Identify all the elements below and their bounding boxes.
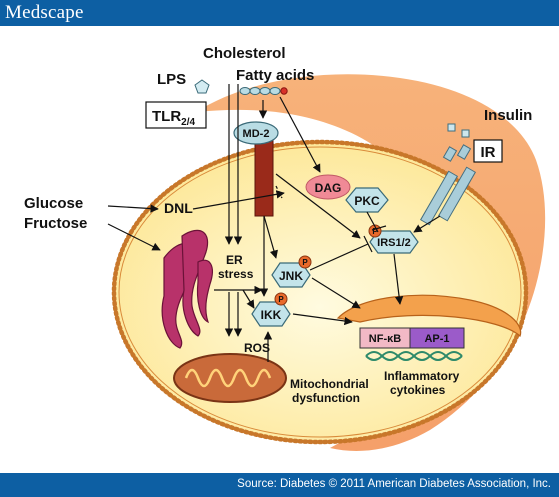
er-golgi-icon bbox=[161, 229, 213, 349]
lps-label: LPS bbox=[157, 71, 186, 88]
source-citation: Source: Diabetes © 2011 American Diabete… bbox=[237, 478, 551, 490]
dag-label: DAG bbox=[315, 181, 342, 195]
ikk-node bbox=[251, 301, 291, 327]
mitochondrion-icon bbox=[173, 353, 287, 403]
er-stress-label-1: ER bbox=[226, 253, 243, 267]
jnk-phospho-badge bbox=[298, 255, 312, 269]
irs-label: IRS1/2 bbox=[377, 237, 411, 249]
mitochondrial-label-1: Mitochondrial bbox=[290, 377, 369, 391]
medscape-logo: Medscape bbox=[5, 2, 84, 23]
ros-label: ROS bbox=[244, 341, 270, 355]
pkc-label: PKC bbox=[354, 194, 380, 208]
nfkb-label: NF-κB bbox=[369, 333, 401, 345]
cholesterol-label: Cholesterol bbox=[203, 45, 286, 62]
md2-receptor-icon bbox=[233, 121, 279, 145]
insulin-molecules-icon bbox=[447, 123, 470, 138]
bottom-banner: Source: Diabetes © 2011 American Diabete… bbox=[0, 473, 559, 497]
tlr-label-sub: 2/4 bbox=[181, 117, 195, 128]
pkc-node bbox=[345, 187, 389, 213]
insulin-label: Insulin bbox=[484, 107, 532, 124]
ikk-phospho-badge bbox=[274, 292, 288, 306]
fatty-acid-chain-icon bbox=[239, 87, 288, 95]
glucose-label: Glucose bbox=[24, 195, 83, 212]
insulin-receptor-icon bbox=[419, 144, 477, 226]
jnk-node bbox=[271, 262, 311, 288]
lps-icon bbox=[194, 79, 210, 94]
ir-label-box bbox=[473, 139, 503, 163]
ap1-label: AP-1 bbox=[424, 333, 449, 345]
tlr-label-main: TLR bbox=[152, 108, 181, 125]
jnk-label: JNK bbox=[279, 269, 303, 283]
tlr-label-box bbox=[145, 101, 207, 129]
er-stress-label-2: stress bbox=[218, 267, 254, 281]
ikk-label: IKK bbox=[261, 308, 282, 322]
dag-node bbox=[305, 174, 351, 200]
cytokines-label-2: cytokines bbox=[390, 383, 446, 397]
tlr-receptor-icon bbox=[254, 133, 274, 217]
cytokines-label-1: Inflammatory bbox=[384, 369, 460, 383]
fatty-acids-label: Fatty acids bbox=[236, 67, 314, 84]
ikk-phospho-label: P bbox=[278, 295, 284, 304]
pathway-arrows bbox=[107, 84, 441, 362]
nucleus-arc bbox=[336, 294, 522, 338]
tlr-label: TLR2/4 bbox=[152, 108, 196, 128]
md2-label: MD-2 bbox=[243, 128, 270, 140]
ap1-box bbox=[409, 327, 465, 349]
top-banner: Medscape bbox=[0, 0, 559, 26]
ir-label: IR bbox=[481, 144, 496, 161]
mitochondrial-label-2: dysfunction bbox=[292, 391, 360, 405]
insulin-resistance-pathway-diagram: MD-2 DAG PKC IRS1/2 P JNK P IKK P bbox=[24, 45, 546, 451]
irs-phospho-label: P bbox=[372, 227, 378, 236]
dna-helix-icon bbox=[365, 351, 463, 361]
dnl-label: DNL bbox=[164, 200, 193, 216]
cell-membrane-inner bbox=[118, 146, 522, 438]
fructose-label: Fructose bbox=[24, 215, 87, 232]
jnk-phospho-label: P bbox=[302, 258, 308, 267]
